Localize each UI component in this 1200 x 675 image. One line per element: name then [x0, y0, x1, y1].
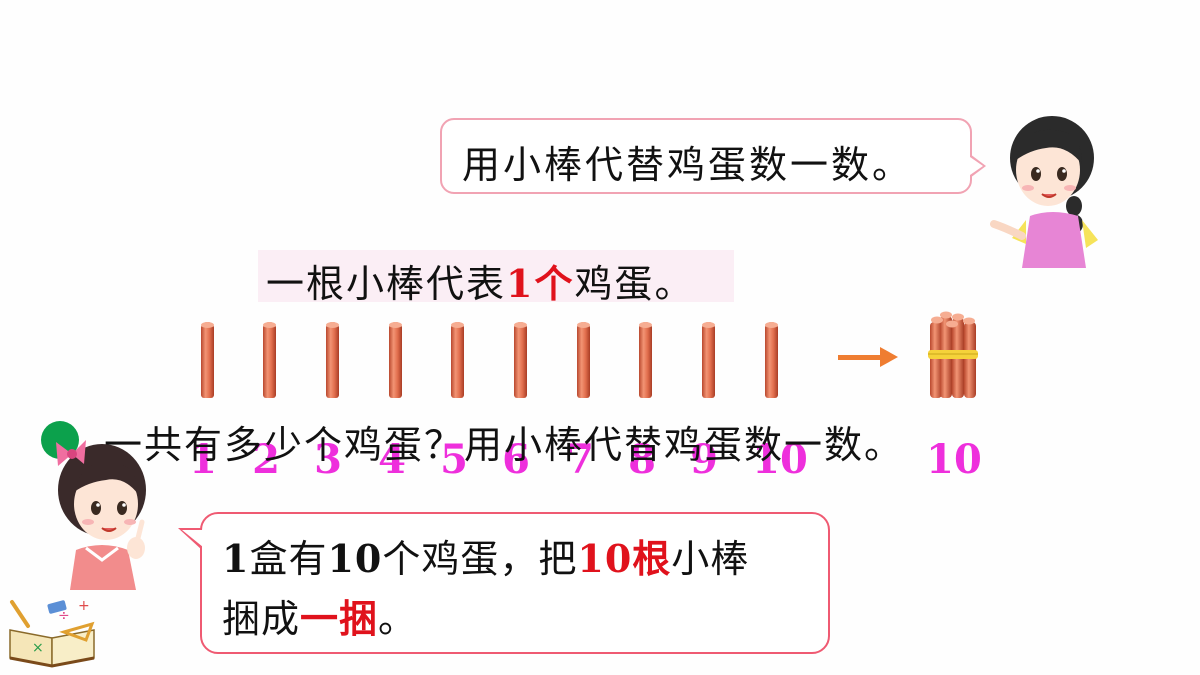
question-text: 一共有多少个鸡蛋？用小棒代替鸡蛋数一数。: [104, 423, 905, 467]
banner-text-after: 鸡蛋。: [574, 262, 695, 306]
bundle-number: 10: [926, 436, 982, 483]
stick: [451, 322, 464, 398]
bottom-text-f: 。: [378, 597, 418, 641]
bottom-text-d: 小棒: [671, 537, 750, 581]
stick: [765, 322, 778, 398]
stick: [326, 322, 339, 398]
definition-banner: 一根小棒代表1个鸡蛋。: [258, 250, 734, 306]
speech-bottom-line1: 1盒有10个鸡蛋，把10根小棒: [222, 528, 749, 583]
arrow-right-icon: [880, 347, 898, 367]
stick: [514, 322, 527, 398]
count-number: 10: [752, 436, 808, 483]
count-number: 3: [314, 436, 342, 483]
svg-text:÷: ÷: [58, 608, 70, 624]
stick: [577, 322, 590, 398]
stick: [639, 322, 652, 398]
bottom-text-prefix: 1: [222, 536, 250, 581]
bottom-highlight-1: 10根: [577, 536, 672, 581]
bottom-text-e: 捆成: [222, 597, 301, 641]
bottom-text-b: 10: [327, 536, 383, 581]
count-number: 7: [566, 436, 594, 483]
banner-highlight: 1个: [506, 261, 575, 306]
stick: [201, 322, 214, 398]
count-number: 4: [378, 436, 406, 483]
girl-illustration-bottom: [56, 440, 146, 590]
count-number: 1: [189, 436, 217, 483]
svg-text:+: +: [78, 598, 90, 614]
speech-bubble-bottom: 1盒有10个鸡蛋，把10根小棒 捆成一捆。: [178, 512, 830, 654]
girl-illustration-top: [990, 116, 1098, 268]
speech-text-top: 用小棒代替鸡蛋数一数。: [462, 143, 914, 187]
stick: [389, 322, 402, 398]
bottom-highlight-2: 一捆: [300, 596, 379, 641]
bottom-text-c: 个鸡蛋，把: [382, 537, 578, 581]
svg-text:×: ×: [32, 640, 44, 656]
stick-bundle-icon: [928, 311, 978, 398]
count-number: 9: [690, 436, 718, 483]
count-number: 8: [628, 436, 656, 483]
bottom-text-a: 盒有: [249, 537, 328, 581]
math-book-icon: × ÷ +: [9, 598, 95, 668]
arrow-shaft: [838, 355, 882, 360]
speech-bubble-top: 用小棒代替鸡蛋数一数。: [440, 118, 986, 194]
banner-text-before: 一根小棒代表: [266, 262, 507, 306]
stick: [702, 322, 715, 398]
count-number: 5: [440, 436, 468, 483]
speech-bottom-line2: 捆成一捆。: [222, 588, 417, 643]
stick: [263, 322, 276, 398]
count-number: 6: [502, 436, 530, 483]
count-number: 2: [252, 436, 280, 483]
